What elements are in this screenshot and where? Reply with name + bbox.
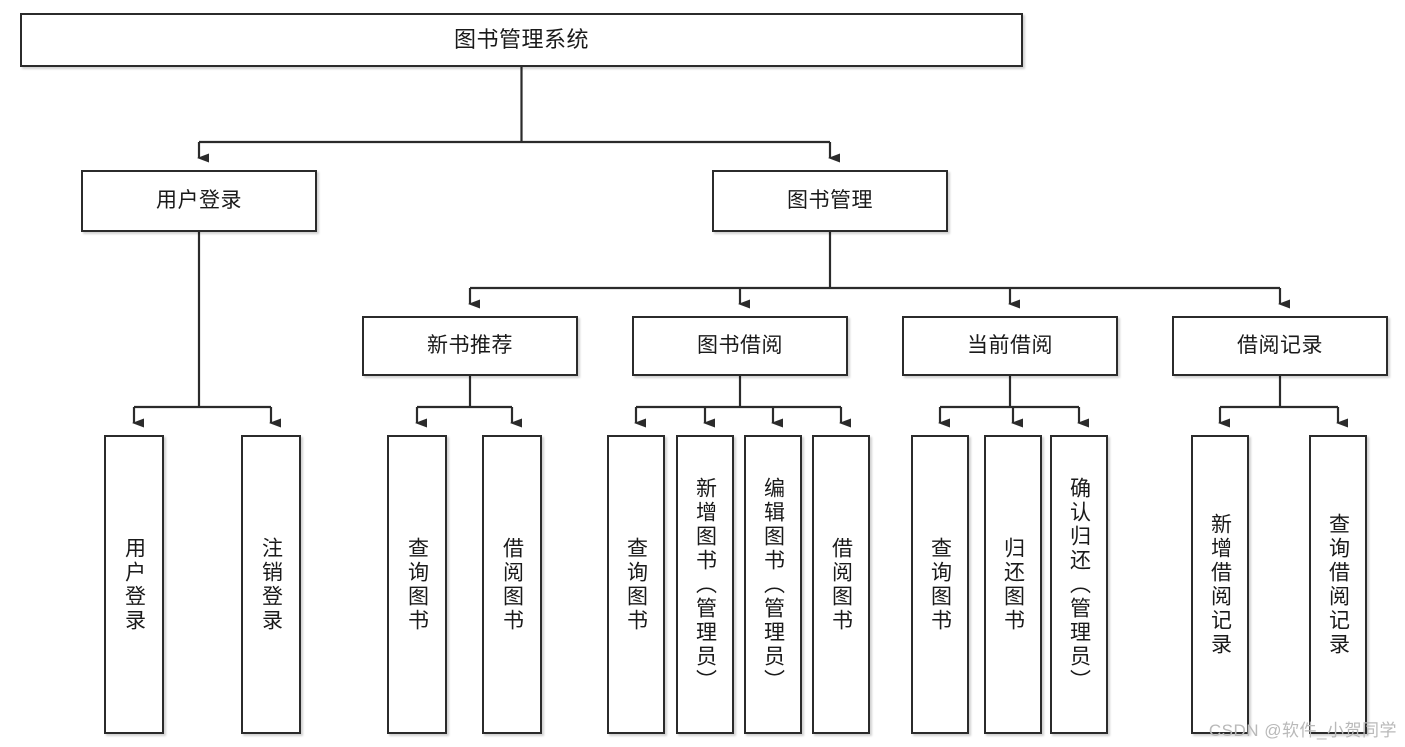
leaf-query-book-label: 查询图书 xyxy=(624,536,648,633)
leaf-query-book-recommend[interactable]: 查询图书 xyxy=(387,435,447,734)
leaf-query-borrow-record-label: 查询借阅记录 xyxy=(1326,512,1350,657)
node-root[interactable]: 图书管理系统 xyxy=(20,13,1023,67)
node-book-management[interactable]: 图书管理 xyxy=(712,170,948,232)
leaf-logout[interactable]: 注销登录 xyxy=(241,435,301,734)
leaf-query-book-current[interactable]: 查询图书 xyxy=(911,435,969,734)
node-new-book-recommend-label: 新书推荐 xyxy=(427,334,513,358)
leaf-query-book-current-label: 查询图书 xyxy=(928,536,952,633)
leaf-user-login[interactable]: 用户登录 xyxy=(104,435,164,734)
node-current-borrow-label: 当前借阅 xyxy=(967,334,1053,358)
leaf-borrow-book-label: 借阅图书 xyxy=(829,536,853,633)
leaf-confirm-return-admin[interactable]: 确认归还（管理员） xyxy=(1050,435,1108,734)
node-book-borrow[interactable]: 图书借阅 xyxy=(632,316,848,376)
leaf-logout-label: 注销登录 xyxy=(259,536,283,633)
watermark: CSDN @软件_小贺同学 xyxy=(1208,721,1397,740)
node-new-book-recommend[interactable]: 新书推荐 xyxy=(362,316,578,376)
leaf-return-book-label: 归还图书 xyxy=(1001,536,1025,633)
leaf-add-borrow-record-label: 新增借阅记录 xyxy=(1208,512,1232,657)
leaf-return-book[interactable]: 归还图书 xyxy=(984,435,1042,734)
node-root-label: 图书管理系统 xyxy=(453,26,589,52)
leaf-borrow-book-recommend[interactable]: 借阅图书 xyxy=(482,435,542,734)
node-borrow-record[interactable]: 借阅记录 xyxy=(1172,316,1388,376)
node-user-login[interactable]: 用户登录 xyxy=(81,170,317,232)
node-user-login-label: 用户登录 xyxy=(156,189,242,213)
leaf-query-borrow-record[interactable]: 查询借阅记录 xyxy=(1309,435,1367,734)
leaf-edit-book-admin[interactable]: 编辑图书（管理员） xyxy=(744,435,802,734)
leaf-borrow-book-recommend-label: 借阅图书 xyxy=(500,536,524,633)
leaf-edit-book-admin-label: 编辑图书（管理员） xyxy=(761,476,785,693)
node-book-borrow-label: 图书借阅 xyxy=(697,334,783,358)
leaf-user-login-label: 用户登录 xyxy=(122,536,146,633)
leaf-borrow-book[interactable]: 借阅图书 xyxy=(812,435,870,734)
leaf-confirm-return-admin-label: 确认归还（管理员） xyxy=(1067,476,1091,693)
node-book-management-label: 图书管理 xyxy=(787,189,873,213)
leaf-add-book-admin[interactable]: 新增图书（管理员） xyxy=(676,435,734,734)
node-borrow-record-label: 借阅记录 xyxy=(1237,334,1323,358)
leaf-query-book[interactable]: 查询图书 xyxy=(607,435,665,734)
leaf-query-book-recommend-label: 查询图书 xyxy=(405,536,429,633)
leaf-add-borrow-record[interactable]: 新增借阅记录 xyxy=(1191,435,1249,734)
node-current-borrow[interactable]: 当前借阅 xyxy=(902,316,1118,376)
leaf-add-book-admin-label: 新增图书（管理员） xyxy=(693,476,717,693)
